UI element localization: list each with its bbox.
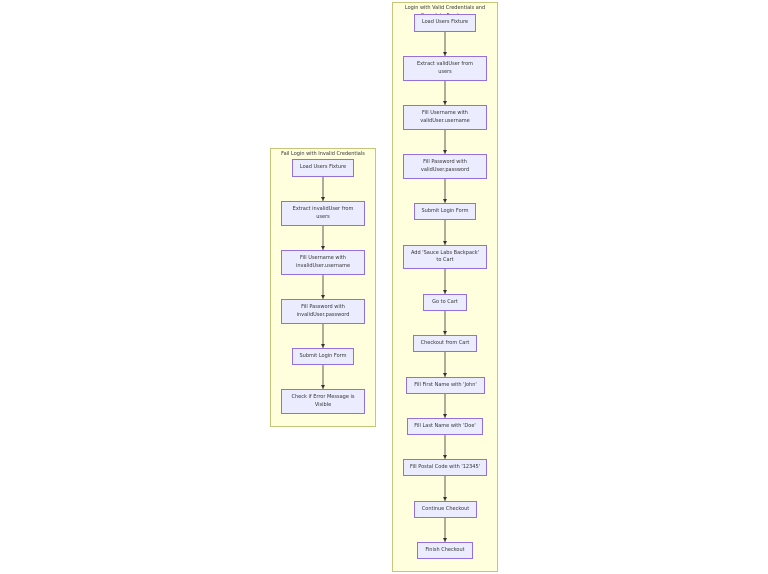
node-fill-password[interactable]: Fill Password with validUser.password <box>403 154 487 179</box>
node-check-error-message[interactable]: Check if Error Message is Visible <box>281 389 365 414</box>
node-submit-login[interactable]: Submit Login Form <box>414 203 476 220</box>
node-extract-invalid-user[interactable]: Extract invalidUser from users <box>281 201 365 226</box>
node-checkout-from-cart[interactable]: Checkout from Cart <box>413 335 477 352</box>
node-extract-valid-user[interactable]: Extract validUser from users <box>403 56 487 81</box>
node-finish-checkout[interactable]: Finish Checkout <box>417 542 473 559</box>
node-load-users-fixture[interactable]: Load Users Fixture <box>292 159 354 177</box>
node-fill-postal-code[interactable]: Fill Postal Code with '12345' <box>403 459 487 476</box>
cluster-title: Fail Login with Invalid Credentials <box>281 151 365 157</box>
node-fill-username[interactable]: Fill Username with validUser.username <box>403 105 487 130</box>
node-fill-last-name[interactable]: Fill Last Name with 'Doe' <box>407 418 483 435</box>
node-fill-username-invalid[interactable]: Fill Username with invalidUser.username <box>281 250 365 275</box>
node-fill-first-name[interactable]: Fill First Name with 'John' <box>406 377 485 394</box>
node-fill-password-invalid[interactable]: Fill Password with invalidUser.password <box>281 299 365 324</box>
node-add-to-cart[interactable]: Add 'Sauce Labs Backpack' to Cart <box>403 245 487 269</box>
node-load-users-fixture[interactable]: Load Users Fixture <box>414 14 476 32</box>
node-submit-login[interactable]: Submit Login Form <box>292 348 354 365</box>
node-continue-checkout[interactable]: Continue Checkout <box>414 501 477 518</box>
node-go-to-cart[interactable]: Go to Cart <box>423 294 467 311</box>
